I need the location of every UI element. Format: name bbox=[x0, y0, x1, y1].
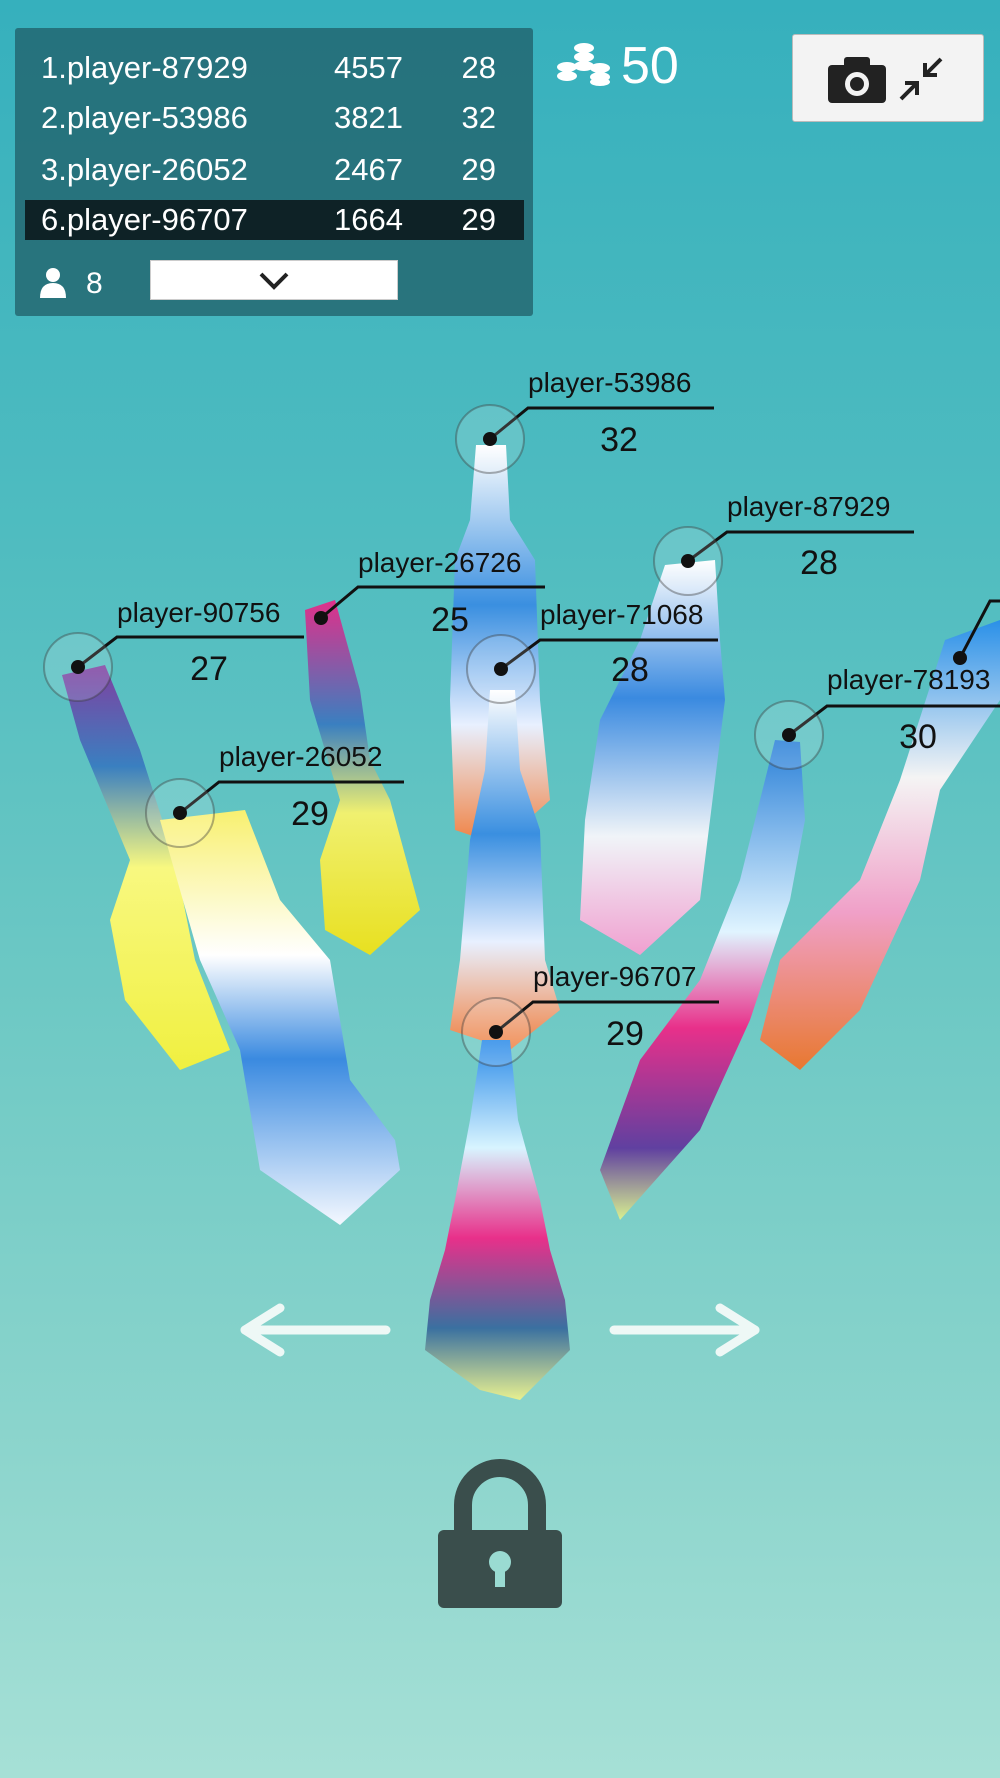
leaderboard-row: 2.player-53986 3821 32 bbox=[25, 98, 524, 138]
row-name: 1.player-87929 bbox=[41, 50, 248, 85]
tower-label-name: player-53986 bbox=[528, 367, 692, 398]
tower-player-96707 bbox=[425, 1040, 570, 1400]
coins-stack-icon bbox=[557, 43, 610, 86]
tower-player-78193 bbox=[760, 620, 1000, 1070]
chevron-down-icon bbox=[259, 272, 289, 290]
label-lines bbox=[77, 406, 1000, 1034]
tower-label-level: 32 bbox=[600, 421, 638, 459]
coin-count: 50 bbox=[621, 37, 679, 95]
row-level: 29 bbox=[461, 202, 496, 237]
tower-label-name: player-87929 bbox=[727, 491, 891, 522]
tower-label-level: 25 bbox=[431, 601, 469, 639]
tower-label-name: player-90756 bbox=[117, 597, 281, 628]
camera-icon[interactable] bbox=[828, 57, 888, 103]
tower-player-26052 bbox=[160, 810, 400, 1225]
tower-label-level: 28 bbox=[800, 544, 838, 582]
lock-icon[interactable] bbox=[438, 1459, 562, 1608]
tower-label-name: player-78193 bbox=[827, 664, 991, 695]
row-score: 3821 bbox=[334, 100, 403, 135]
tower-player-87929 bbox=[580, 560, 725, 955]
tower-label-level: 29 bbox=[291, 795, 329, 833]
row-score: 4557 bbox=[334, 50, 403, 85]
tower-label-name: player-71068 bbox=[540, 599, 704, 630]
tower-player-26726 bbox=[305, 600, 420, 955]
leaderboard-row: 3.player-26052 2467 29 bbox=[25, 150, 524, 190]
arrow-right-icon[interactable] bbox=[609, 1303, 760, 1357]
person-icon bbox=[40, 268, 66, 298]
player-count: 8 bbox=[86, 267, 103, 300]
leaderboard-panel: 1.player-87929 4557 28 2.player-53986 38… bbox=[15, 28, 533, 316]
tower-player-90756 bbox=[62, 665, 230, 1070]
row-name: 3.player-26052 bbox=[41, 152, 248, 187]
tower-label-level: 28 bbox=[611, 651, 649, 689]
tower-label-name: player-26052 bbox=[219, 741, 383, 772]
tower-label-level: 27 bbox=[190, 650, 228, 688]
label-dots bbox=[43, 404, 967, 1067]
tower-label-level: 30 bbox=[899, 718, 937, 756]
row-score: 2467 bbox=[334, 152, 403, 187]
collapse-arrows-icon[interactable] bbox=[897, 55, 947, 103]
tower-player-78193-blue bbox=[600, 740, 805, 1220]
tower-label-level: 29 bbox=[606, 1015, 644, 1053]
tower-label-name: player-26726 bbox=[358, 547, 522, 578]
tower-player-71068 bbox=[450, 690, 560, 1050]
leaderboard-row-current-player: 6.player-96707 1664 29 bbox=[25, 200, 524, 240]
tower-label-name: player-96707 bbox=[533, 961, 697, 992]
row-level: 28 bbox=[461, 50, 496, 85]
screenshot-toolbar bbox=[792, 34, 984, 122]
row-name: 6.player-96707 bbox=[41, 202, 248, 237]
leaderboard-row: 1.player-87929 4557 28 bbox=[25, 48, 524, 88]
arrow-left-icon[interactable] bbox=[240, 1303, 391, 1357]
expand-leaderboard-button[interactable] bbox=[150, 260, 398, 300]
row-name: 2.player-53986 bbox=[41, 100, 248, 135]
row-score: 1664 bbox=[334, 202, 403, 237]
tower-player-53986 bbox=[450, 445, 550, 845]
row-level: 29 bbox=[461, 152, 496, 187]
row-level: 32 bbox=[461, 100, 496, 135]
